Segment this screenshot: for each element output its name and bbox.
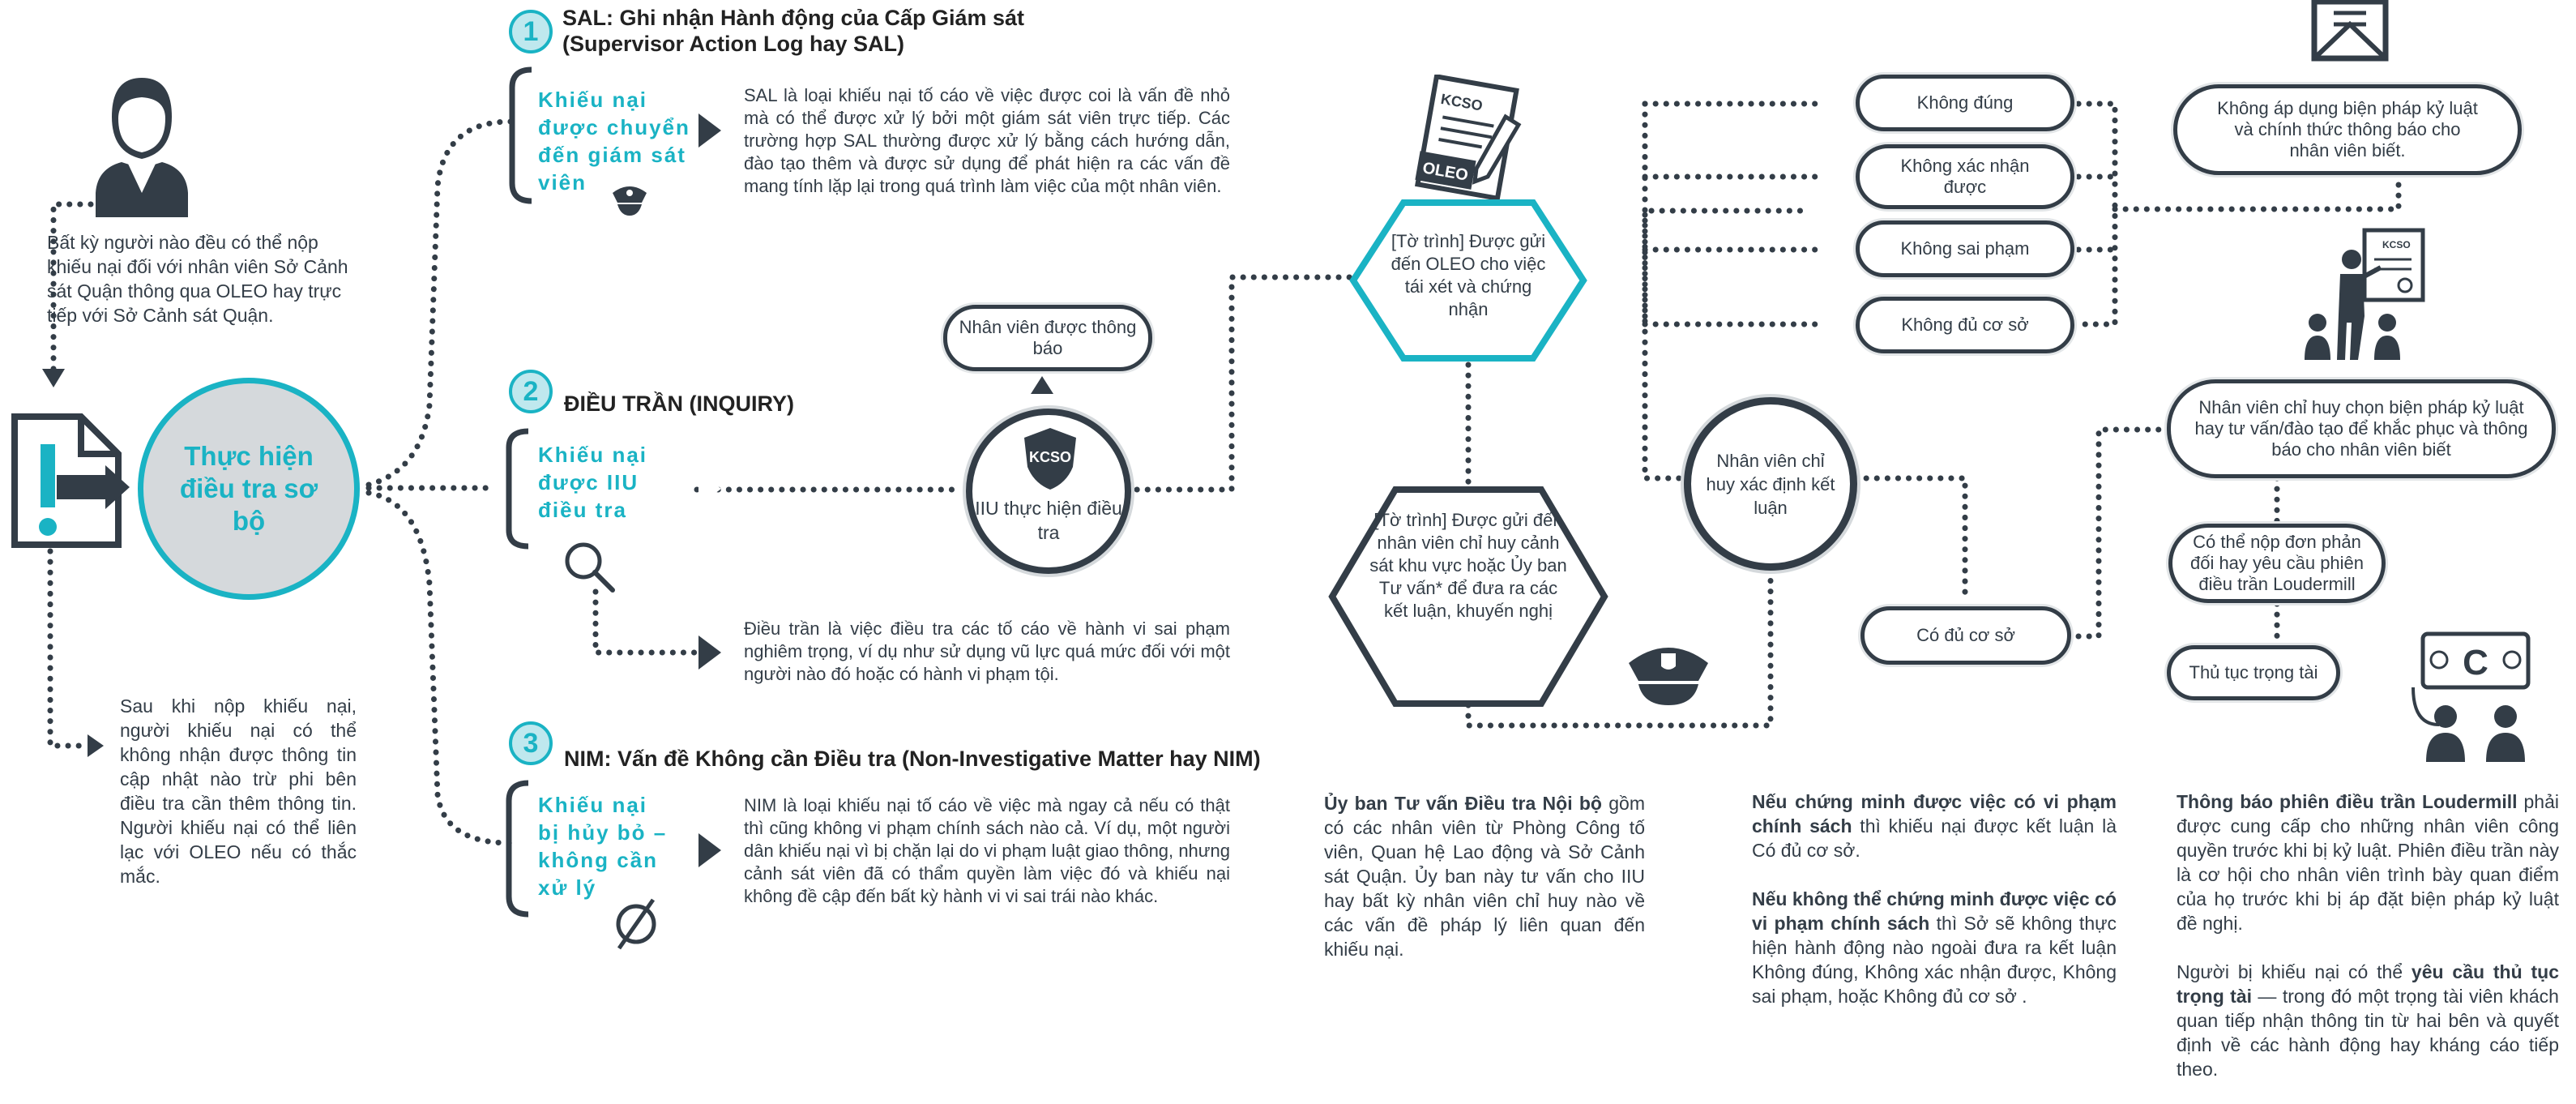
loudermill-request-label: Có thể nộp đơn phản đối hay yêu cầu phiê… — [2189, 532, 2365, 594]
committee-note-bold: Ủy ban Tư vấn Điều tra Nội bộ — [1324, 793, 1602, 814]
section-3-bracket-label: Khiếu nại bị hủy bỏ – không cần xử lý — [538, 793, 668, 900]
no-discipline-label: Không áp dụng biện pháp kỷ luật và chính… — [2217, 98, 2478, 160]
report1-hexagon-shape — [1349, 199, 1587, 362]
sustained-label: Có đủ cơ sở — [1916, 625, 2015, 645]
policy-note-p2: Nếu không thể chứng minh được việc có vi… — [1752, 887, 2117, 1008]
finding-not-sustained-label: Không xác nhận được — [1900, 156, 2030, 197]
loudermill-note-p2: Người bị khiếu nại có thể yêu cầu thủ tụ… — [2177, 960, 2559, 1081]
arbitration-label: Thủ tục trọng tài — [2189, 662, 2318, 683]
corrective-action-node: Nhân viên chỉ huy chọn biện pháp kỷ luật… — [2167, 379, 2556, 478]
loudermill-note-p1: Thông báo phiên điều trần Loudermill phả… — [2177, 789, 2559, 935]
arbitration-icon-glyph: C — [2463, 643, 2488, 683]
loudermill-note-p2-lead: Người bị khiếu nại có thể — [2177, 961, 2412, 982]
corrective-action-label: Nhân viên chỉ huy chọn biện pháp kỷ luật… — [2194, 397, 2528, 460]
loudermill-note: Thông báo phiên điều trần Loudermill phả… — [2177, 789, 2559, 1081]
finding-not-sustained: Không xác nhận được — [1856, 144, 2074, 209]
committee-note-text: gồm có các nhân viên từ Phòng Công tố vi… — [1324, 793, 1646, 960]
alert-document-icon — [11, 413, 130, 548]
kcso-oleo-document-icon: KCSO OLEO — [1414, 75, 1522, 202]
loudermill-note-p1-bold: Thông báo phiên điều trần Loudermill — [2177, 791, 2518, 812]
no-discipline-node: Không áp dụng biện pháp kỷ luật và chính… — [2173, 84, 2522, 175]
intro-text: Bất kỳ người nào đều có thể nộp khiếu nạ… — [47, 232, 348, 326]
supervisor-cap-icon — [613, 186, 647, 216]
kcso-shield-text: KCSO — [1029, 449, 1071, 465]
followup-text: Sau khi nộp khiếu nại, người khiếu nại c… — [120, 695, 357, 887]
committee-note: Ủy ban Tư vấn Điều tra Nội bộ gồm có các… — [1324, 791, 1645, 961]
section-2-bracket-label: Khiếu nại được IIU điều tra — [538, 443, 648, 522]
finding-unfounded-label: Không đúng — [1916, 92, 2014, 113]
sustained-node: Có đủ cơ sở — [1860, 606, 2071, 665]
commander-label: Nhân viên chỉ huy xác định kết luận — [1706, 450, 1835, 518]
report2-label: [Tờ trình] Được gửi đến nhân viên chỉ hu… — [1369, 510, 1567, 621]
commander-node: Nhân viên chỉ huy xác định kết luận — [1684, 397, 1857, 571]
section-1-title-line1: SAL: Ghi nhận Hành động của Cấp Giám sát — [562, 6, 1025, 30]
loudermill-note-p2-text: — trong đó một trọng tài viên khách quan… — [2177, 986, 2559, 1080]
section-3-badge: 3 — [509, 721, 553, 765]
person-icon — [96, 78, 188, 217]
bracket-1 — [509, 66, 532, 204]
policy-note-p2-bold: Nếu không thể chứng minh được việc có vi… — [1752, 888, 2117, 934]
section-2-title: ĐIỀU TRẦN (INQUIRY) — [564, 392, 794, 416]
section-1-badge: 1 — [509, 10, 553, 53]
policy-note-p1: Nếu chứng minh được việc có vi phạm chín… — [1752, 789, 2117, 862]
envelope-icon — [2311, 0, 2389, 62]
loudermill-note-p2-bold: yêu cầu thủ tục trọng tài — [2177, 961, 2559, 1007]
finding-exonerated: Không sai phạm — [1856, 220, 2074, 277]
null-icon — [616, 898, 656, 950]
policy-note-p1-text: thì khiếu nại được kết luận là Có đủ cơ … — [1752, 815, 2117, 861]
loudermill-request-node: Có thể nộp đơn phản đối hay yêu cầu phiê… — [2168, 524, 2386, 603]
arbitration-icon: C — [2412, 631, 2531, 762]
section-2-description: Điều trần là việc điều tra các tố cáo về… — [744, 618, 1230, 684]
kcso-shield-icon: KCSO — [1024, 428, 1076, 490]
magnifier-icon — [565, 542, 615, 593]
preliminary-label: Thực hiện điều tra sơ bộ — [179, 441, 318, 536]
report2-hexagon-shape — [1328, 486, 1608, 707]
finding-insufficient: Không đủ cơ sở — [1856, 297, 2074, 353]
section-2-badge: 2 — [509, 370, 553, 413]
finding-unfounded: Không đúng — [1856, 75, 2074, 131]
policy-note-p2-text: thì Sở sẽ không thực hiện hành động nào … — [1752, 913, 2117, 1007]
iiu-label: IIU thực hiện điều tra — [975, 498, 1122, 543]
loudermill-note-p1-text: phải được cung cấp cho những nhân viên c… — [2177, 791, 2560, 934]
svg-text:KCSO: KCSO — [2382, 239, 2411, 250]
employee-notified-node: Nhân viên được thông báo — [943, 305, 1152, 371]
section-1-title-line2: (Supervisor Action Log hay SAL) — [562, 32, 905, 56]
bracket-2 — [506, 428, 529, 550]
employee-notified-label: Nhân viên được thông báo — [959, 317, 1137, 358]
section-1-title: SAL: Ghi nhận Hành động của Cấp Giám sát… — [562, 5, 1146, 57]
bracket-3 — [506, 780, 529, 918]
police-cap-icon — [1629, 648, 1708, 705]
section-3-title: NIM: Vấn đề Không cần Điều tra (Non-Inve… — [564, 747, 1261, 771]
arbitration-node: Thủ tục trọng tài — [2167, 645, 2340, 700]
section-3-description: NIM là loại khiếu nại tố cáo về việc mà … — [744, 795, 1230, 906]
finding-exonerated-label: Không sai phạm — [1900, 238, 2030, 259]
iiu-node: KCSO IIU thực hiện điều tra — [966, 409, 1131, 574]
training-presentation-icon: KCSO — [2305, 228, 2425, 360]
section-1-bracket-label: Khiếu nại được chuyển đến giám sát viên — [538, 88, 690, 195]
section-1-description: SAL là loại khiếu nại tố cáo về việc đượ… — [744, 85, 1230, 196]
policy-note: Nếu chứng minh được việc có vi phạm chín… — [1752, 789, 2117, 1008]
finding-insufficient-label: Không đủ cơ sở — [1901, 315, 2029, 335]
policy-note-p1-bold: Nếu chứng minh được việc có vi phạm chín… — [1752, 791, 2117, 837]
preliminary-investigation-node: Thực hiện điều tra sơ bộ — [138, 378, 360, 600]
report1-label: [Tờ trình] Được gửi đến OLEO cho việc tá… — [1391, 231, 1546, 319]
